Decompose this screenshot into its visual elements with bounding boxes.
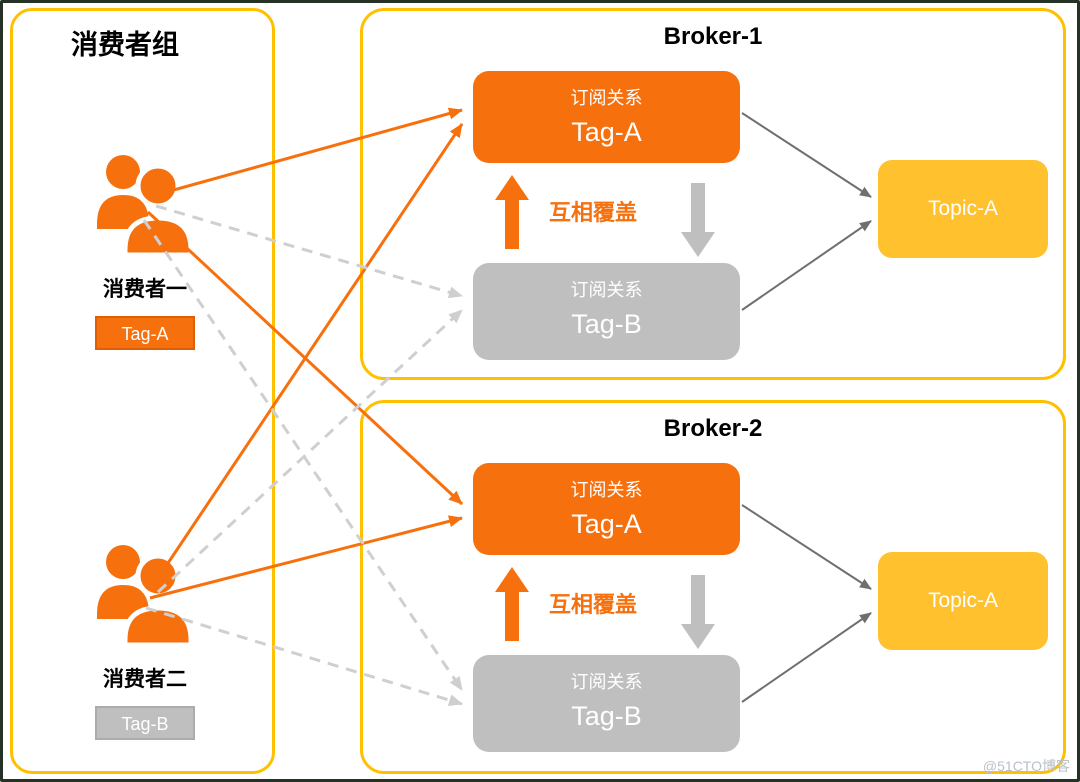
broker-1-title: Broker-1 (663, 23, 763, 50)
front-user-head (135, 553, 181, 599)
users-icon (97, 545, 194, 647)
broker-1-topic-box: Topic-A (878, 160, 1048, 258)
up-arrow-icon (495, 567, 529, 641)
broker-2-title: Broker-2 (663, 415, 763, 442)
arrow-tag-a-to-topic (741, 112, 872, 198)
override-label: 互相覆盖 (548, 592, 637, 617)
subscription-caption: 订阅关系 (570, 480, 643, 500)
broker-2-topic-box: Topic-A (878, 552, 1048, 650)
up-arrow-icon (495, 175, 529, 249)
consumer-2: 消费者二 Tag-B (55, 533, 235, 740)
front-user-body (122, 605, 194, 647)
users-icon (97, 155, 194, 257)
down-arrow-icon (681, 575, 715, 649)
back-user-head (106, 545, 140, 579)
front-user-body (122, 215, 194, 257)
subscription-tag: Tag-B (571, 701, 642, 731)
consumer-2-name: 消费者二 (103, 668, 187, 691)
subscription-caption: 订阅关系 (570, 280, 643, 300)
broker-2-tag-b-box: 订阅关系 Tag-B (473, 655, 740, 752)
arrow-tag-a-to-topic (741, 504, 872, 590)
subscription-tag: Tag-A (571, 117, 642, 147)
subscription-tag: Tag-B (571, 309, 642, 339)
broker-1-tag-a-box: 订阅关系 Tag-A (473, 71, 740, 163)
front-user-head (135, 163, 181, 209)
back-user-head (106, 155, 140, 189)
override-label: 互相覆盖 (548, 200, 637, 225)
back-user-body (97, 585, 149, 619)
consumer-group-panel: 消费者组 消费者一 Tag-A (10, 8, 275, 774)
arrow-tag-b-to-topic (741, 612, 872, 703)
subscription-caption: 订阅关系 (570, 88, 643, 108)
broker-1-tag-b-box: 订阅关系 Tag-B (473, 263, 740, 360)
consumer-1-tag-chip: Tag-A (95, 316, 195, 350)
back-user-body (97, 195, 149, 229)
watermark: @51CTO博客 (982, 758, 1070, 774)
consumer-group-title: 消费者组 (71, 30, 179, 60)
consumer-2-tag-chip: Tag-B (95, 706, 195, 740)
subscription-tag: Tag-A (571, 509, 642, 539)
subscription-caption: 订阅关系 (570, 672, 643, 692)
consumer-1-name: 消费者一 (103, 278, 187, 301)
down-arrow-icon (681, 183, 715, 257)
broker-1-panel: Broker-1 订阅关系 Tag-A 互相覆盖 订阅关系 Tag-B Topi… (360, 8, 1066, 380)
arrow-tag-b-to-topic (741, 220, 872, 311)
consumer-1: 消费者一 Tag-A (55, 143, 235, 350)
broker-2-panel: Broker-2 订阅关系 Tag-A 互相覆盖 订阅关系 Tag-B Topi… (360, 400, 1066, 774)
broker-2-tag-a-box: 订阅关系 Tag-A (473, 463, 740, 555)
